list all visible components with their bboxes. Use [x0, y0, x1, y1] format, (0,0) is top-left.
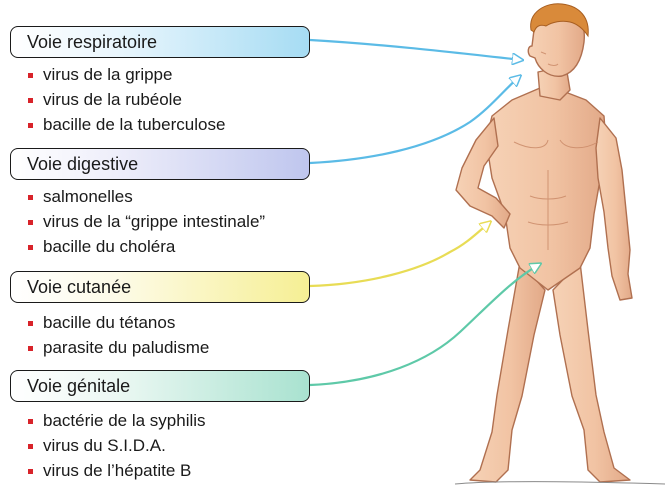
agent-list-genital: bactérie de la syphilis virus du S.I.D.A…	[28, 408, 206, 483]
agent-text: virus de la rubéole	[43, 90, 182, 109]
route-label-cutaneous: Voie cutanée	[10, 271, 310, 303]
list-item: bactérie de la syphilis	[28, 408, 206, 433]
bullet-icon	[28, 469, 33, 474]
bullet-icon	[28, 444, 33, 449]
arrow-digestive	[310, 76, 520, 163]
bullet-icon	[28, 220, 33, 225]
agent-text: parasite du paludisme	[43, 338, 209, 357]
agent-list-cutaneous: bacille du tétanos parasite du paludisme	[28, 310, 209, 360]
list-item: virus de la rubéole	[28, 87, 225, 112]
bullet-icon	[28, 98, 33, 103]
bullet-icon	[28, 245, 33, 250]
list-item: virus de la grippe	[28, 62, 225, 87]
arrow-genital	[310, 264, 540, 385]
bullet-icon	[28, 419, 33, 424]
route-title: Voie respiratoire	[27, 32, 157, 52]
agent-text: bacille de la tuberculose	[43, 115, 225, 134]
list-item: salmonelles	[28, 184, 265, 209]
agent-text: virus de la grippe	[43, 65, 172, 84]
list-item: bacille de la tuberculose	[28, 112, 225, 137]
route-title: Voie cutanée	[27, 277, 131, 297]
route-label-respiratory: Voie respiratoire	[10, 26, 310, 58]
agent-text: salmonelles	[43, 187, 133, 206]
list-item: virus du S.I.D.A.	[28, 433, 206, 458]
bullet-icon	[28, 321, 33, 326]
route-title: Voie digestive	[27, 154, 138, 174]
arrow-cutaneous	[310, 222, 490, 286]
list-item: bacille du choléra	[28, 234, 265, 259]
route-label-digestive: Voie digestive	[10, 148, 310, 180]
list-item: virus de la “grippe intestinale”	[28, 209, 265, 234]
bullet-icon	[28, 346, 33, 351]
agent-text: bacille du choléra	[43, 237, 175, 256]
agent-text: virus de la “grippe intestinale”	[43, 212, 265, 231]
route-title: Voie génitale	[27, 376, 130, 396]
agent-text: bacille du tétanos	[43, 313, 175, 332]
arrow-respiratory	[310, 40, 522, 60]
agent-text: virus du S.I.D.A.	[43, 436, 166, 455]
list-item: bacille du tétanos	[28, 310, 209, 335]
bullet-icon	[28, 73, 33, 78]
agent-text: bactérie de la syphilis	[43, 411, 206, 430]
bullet-icon	[28, 123, 33, 128]
agent-list-respiratory: virus de la grippe virus de la rubéole b…	[28, 62, 225, 137]
route-label-genital: Voie génitale	[10, 370, 310, 402]
agent-list-digestive: salmonelles virus de la “grippe intestin…	[28, 184, 265, 259]
list-item: virus de l’hépatite B	[28, 458, 206, 483]
agent-text: virus de l’hépatite B	[43, 461, 191, 480]
list-item: parasite du paludisme	[28, 335, 209, 360]
bullet-icon	[28, 195, 33, 200]
